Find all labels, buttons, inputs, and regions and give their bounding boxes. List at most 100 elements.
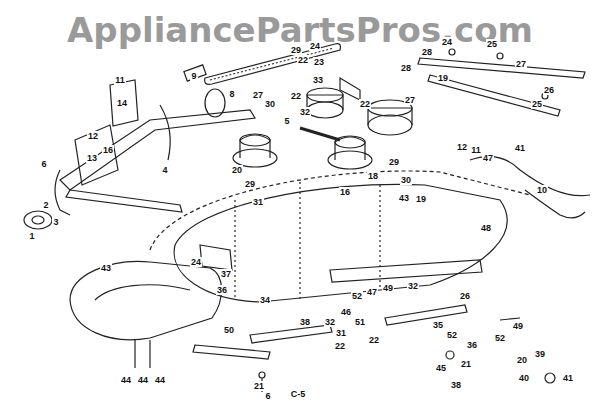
pin [497,53,503,59]
callout-number: 12 [456,142,468,152]
callout-number: 30 [400,175,412,185]
callout-number: 24 [190,257,202,267]
callout-number: 30 [264,99,276,109]
callout-number: 48 [480,223,492,233]
callout-number: 22 [368,335,380,345]
cable [160,105,170,160]
callout-number: 32 [299,107,311,117]
blade [250,325,332,343]
blade [193,345,270,359]
pulley [368,115,412,135]
callout-number: 20 [516,355,528,365]
callout-number: 43 [100,263,112,273]
callout-number: 50 [223,325,235,335]
callout-number: 22 [297,55,309,65]
callout-number: 31 [252,197,264,207]
double-pulley [307,102,343,118]
deflector [200,245,232,270]
callout-number: 12 [87,131,99,141]
callout-number: 6 [264,391,271,401]
callout-number: 51 [354,317,366,327]
callout-number: 18 [367,171,379,181]
skirt [330,260,482,282]
callout-number: 38 [299,317,311,327]
belt [525,190,585,218]
spindle-pulley [240,135,270,158]
callout-number: 4 [161,165,168,175]
callout-number: 49 [382,283,394,293]
callout-number: 44 [137,375,149,385]
hanger-frame [66,190,182,212]
center-line [299,182,300,300]
callout-number: 32 [407,281,419,291]
idler-arm [340,78,360,100]
callout-number: 33 [312,75,324,85]
callout-number: 28 [421,47,433,57]
rod [55,170,70,215]
deck-housing [174,184,507,302]
spring [300,128,340,140]
gauge-wheel [24,211,52,229]
idler-pulley [205,89,225,117]
callout-number: 43 [398,193,410,203]
callout-number: 35 [432,320,444,330]
callout-number: 10 [536,185,548,195]
callout-number: 22 [290,91,302,101]
callout-number: 3 [52,217,59,227]
callout-number: 34 [259,295,271,305]
callout-number: 28 [400,63,412,73]
callout-number: 52 [494,333,506,343]
callout-number: 13 [86,153,98,163]
callout-number: 44 [154,375,166,385]
callout-number: 41 [562,373,574,383]
callout-number: 16 [339,187,351,197]
callout-number: 29 [388,157,400,167]
callout-number: 11 [114,75,126,85]
callout-number: 5 [283,116,290,126]
callout-number: 25 [486,39,498,49]
callout-number: 16 [102,145,114,155]
pulley-top [240,134,270,146]
callout-number: 11 [470,145,482,155]
callout-number: 9 [190,71,197,81]
callout-number: 26 [543,85,555,95]
callout-number: 27 [515,59,527,69]
callout-number: 32 [324,317,336,327]
callout-number: 47 [366,287,378,297]
callout-number: 31 [335,328,347,338]
bracket [75,125,118,185]
callout-number: 21 [253,381,265,391]
callout-number: 29 [244,179,256,189]
callout-number: 20 [231,165,243,175]
callout-number: 22 [359,99,371,109]
block [184,65,206,81]
callout-number: 8 [228,89,235,99]
callout-number: 24 [309,41,321,51]
bolt [134,340,135,368]
callout-number: 6 [40,159,47,169]
callout-number: 29 [290,45,302,55]
nut [545,373,555,383]
watermark: AppliancePartsPros.com [67,10,533,50]
double-pulley [307,88,343,102]
blade [385,305,467,325]
hanger-frame [60,110,255,190]
callout-number: 52 [351,291,363,301]
bracket [110,80,138,126]
callout-number: 37 [220,269,232,279]
center-line [379,185,380,290]
callout-number: 21 [460,359,472,369]
callout-number: 52 [446,330,458,340]
callout-number: 24 [441,37,453,47]
callout-number: 44 [120,375,132,385]
discharge-chute [70,261,222,339]
callout-number: 49 [512,321,524,331]
callout-number: 41 [514,143,526,153]
washer [446,351,454,359]
callout-number: 23 [313,57,325,67]
bolt [259,372,265,378]
callout-number: 36 [216,285,228,295]
callout-number: 38 [450,380,462,390]
callout-number: 40 [518,373,530,383]
